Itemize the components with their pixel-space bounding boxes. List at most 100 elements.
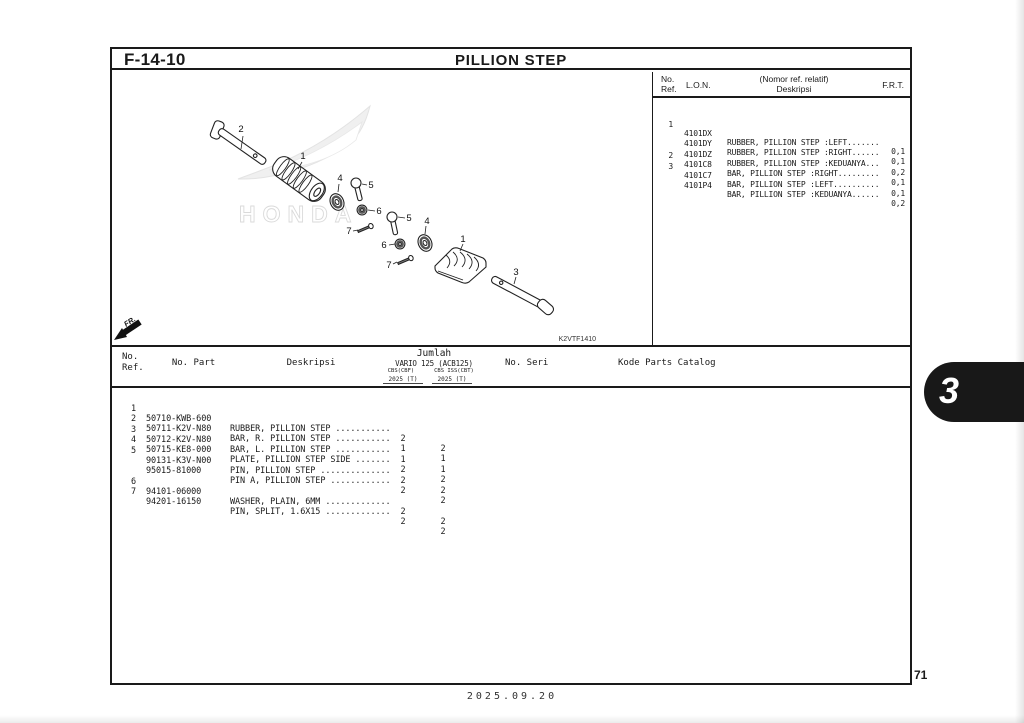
table-row: 5 90131-K3V-N00 PIN, PILLION STEP ......… (112, 436, 910, 496)
table-row: 4101DY RUBBER, PILLION STEP :RIGHT......… (653, 121, 910, 166)
ref-cell: 1 (130, 404, 136, 414)
callout-6-lower: 6 (381, 240, 386, 251)
callout-5-upper: 5 (368, 180, 373, 191)
reference-table: No. Ref. L.O.N. (Nomor ref. relatif) Des… (652, 72, 910, 345)
desc-cell: BAR, PILLION STEP :LEFT.......... (727, 179, 880, 189)
qty-cell: 2 (440, 495, 446, 506)
qty-cell: 2 (400, 434, 406, 444)
part-bar-left (209, 120, 267, 165)
part-pin-upper (350, 177, 363, 202)
section-divider (112, 345, 910, 347)
parts-header-year-1: 2025 (T) (383, 376, 423, 384)
callout-4-lower: 4 (424, 216, 429, 227)
part-number-cell: 50710-KWB-600 (146, 414, 212, 424)
frt-cell: 0,1 (891, 188, 905, 198)
callout-3: 3 (513, 267, 518, 278)
qty-cell: 2 (400, 506, 406, 517)
frt-cell: 0,1 (891, 147, 905, 156)
exploded-parts-diagram: HONDA (114, 104, 596, 343)
ref-cell: 5 (130, 445, 136, 456)
section-tab: 3 (924, 362, 1024, 422)
qty-cell: 2 (440, 527, 446, 538)
desc-cell: RUBBER, PILLION STEP :RIGHT...... (727, 148, 880, 158)
part-number-cell: 90131-K3V-N00 (146, 455, 212, 466)
ref-header-frt: F.R.T. (882, 80, 904, 90)
desc-cell: PIN, SPLIT, 1.6X15 ............. (230, 507, 391, 518)
part-washer-lower (417, 234, 433, 252)
frt-cell: 0,1 (891, 157, 905, 167)
ref-header-no-ref: No. Ref. (661, 74, 677, 94)
callout-6-upper: 6 (376, 206, 381, 217)
qty-cell: 2 (440, 485, 446, 496)
parts-table-header: No. Ref. No. Part Deskripsi Jumlah VARIO… (112, 347, 910, 388)
table-row: 2 4101C8 BAR, PILLION STEP :RIGHT.......… (653, 142, 910, 187)
parts-header-no-part: No. Part (171, 357, 216, 368)
ref-header-deskripsi: (Nomor ref. relatif) Deskripsi (759, 74, 829, 94)
table-row: 1 50710-KWB-600 RUBBER, PILLION STEP ...… (112, 394, 910, 454)
lon-cell: 4101P4 (684, 180, 712, 190)
part-nut-lower (394, 238, 406, 250)
table-row: 4 50715-KE8-000 PLATE, PILLION STEP SIDE… (112, 425, 910, 485)
ref-header-lon: L.O.N. (686, 80, 711, 90)
qty-cell: 1 (400, 444, 406, 455)
reference-table-header: No. Ref. L.O.N. (Nomor ref. relatif) Des… (653, 72, 910, 98)
callout-4-upper: 4 (337, 173, 342, 184)
qty-cell: 2 (440, 444, 446, 454)
table-row: 6 94101-06000 WASHER, PLAIN, 6MM .......… (112, 467, 910, 527)
qty-cell: 2 (440, 516, 446, 527)
table-row: 3 50712-K2V-N80 BAR, L. PILLION STEP ...… (112, 415, 910, 475)
callout-7-upper: 7 (346, 226, 351, 237)
part-number-cell: 50711-K2V-N80 (146, 424, 212, 435)
ref-cell: 4 (130, 435, 136, 446)
table-row: 4101P4 BAR, PILLION STEP :KEDUANYA......… (653, 163, 910, 208)
part-nut-upper (356, 204, 368, 216)
frt-cell: 0,2 (891, 167, 905, 177)
parts-header-year-2: 2025 (T) (432, 376, 472, 384)
part-number-cell: 94101-06000 (146, 486, 202, 497)
part-number-cell: 50712-K2V-N80 (146, 434, 212, 445)
callout-2: 2 (238, 124, 243, 135)
parts-header-variant-1: CBS(CBF) (387, 367, 415, 374)
lon-cell: 4101DY (684, 139, 712, 149)
callout-1-upper: 1 (300, 151, 305, 162)
part-number-cell: 94201-16150 (146, 497, 202, 508)
parts-header-no-ref: No. Ref. (122, 351, 144, 373)
desc-cell: PIN A, PILLION STEP ............ (230, 475, 391, 486)
parts-header-variant-2: CBS ISS(CBT) (434, 367, 474, 374)
catalog-page-frame: F-14-10 PILLION STEP HONDA (110, 47, 912, 685)
parts-table-rows: 1 50710-KWB-600 RUBBER, PILLION STEP ...… (112, 394, 910, 537)
part-rubber-upper (272, 156, 326, 202)
frt-cell: 0,1 (891, 178, 905, 188)
qty-cell: 1 (400, 454, 406, 465)
ref-cell: 2 (668, 151, 673, 161)
diagram-code: K2VTF1410 (559, 336, 596, 343)
part-splitpin-lower (396, 254, 414, 266)
callout-7-lower: 7 (386, 260, 391, 271)
part-number-cell: 95015-81000 (146, 465, 202, 476)
desc-cell: PLATE, PILLION STEP SIDE ....... (230, 455, 391, 466)
qty-cell: 1 (440, 454, 446, 465)
fr-arrow-icon: FR. (114, 315, 142, 340)
table-row: 1 4101DX RUBBER, PILLION STEP :LEFT.....… (653, 111, 910, 156)
part-number-cell: 50715-KE8-000 (146, 445, 212, 456)
section-tab-number: 3 (939, 370, 960, 411)
lon-cell: 4101DX (684, 129, 712, 138)
desc-cell: RUBBER, PILLION STEP :KEDUANYA... (727, 158, 880, 168)
callout-1-lower: 1 (460, 234, 465, 245)
qty-cell: 2 (400, 475, 406, 486)
lon-cell: 4101C8 (684, 160, 712, 170)
part-washer-upper (329, 193, 345, 211)
desc-cell: PIN, PILLION STEP .............. (230, 465, 391, 476)
qty-cell: 2 (400, 485, 406, 496)
qty-cell: 2 (400, 517, 406, 528)
parts-header-deskripsi: Deskripsi (286, 357, 336, 368)
page-title: PILLION STEP (454, 52, 568, 69)
parts-header-model: VARIO 125 (ACB125) (395, 358, 473, 368)
desc-cell: BAR, R. PILLION STEP ........... (230, 434, 391, 445)
parts-header-jumlah: Jumlah (416, 347, 452, 359)
desc-cell: BAR, PILLION STEP :RIGHT......... (727, 169, 880, 179)
diagram-callouts: 2 1 4 5 6 7 5 4 6 7 1 3 (238, 124, 519, 285)
honda-watermark: HONDA (237, 104, 371, 227)
desc-cell: WASHER, PLAIN, 6MM ............. (230, 496, 391, 507)
frt-cell: 0,2 (891, 198, 905, 208)
